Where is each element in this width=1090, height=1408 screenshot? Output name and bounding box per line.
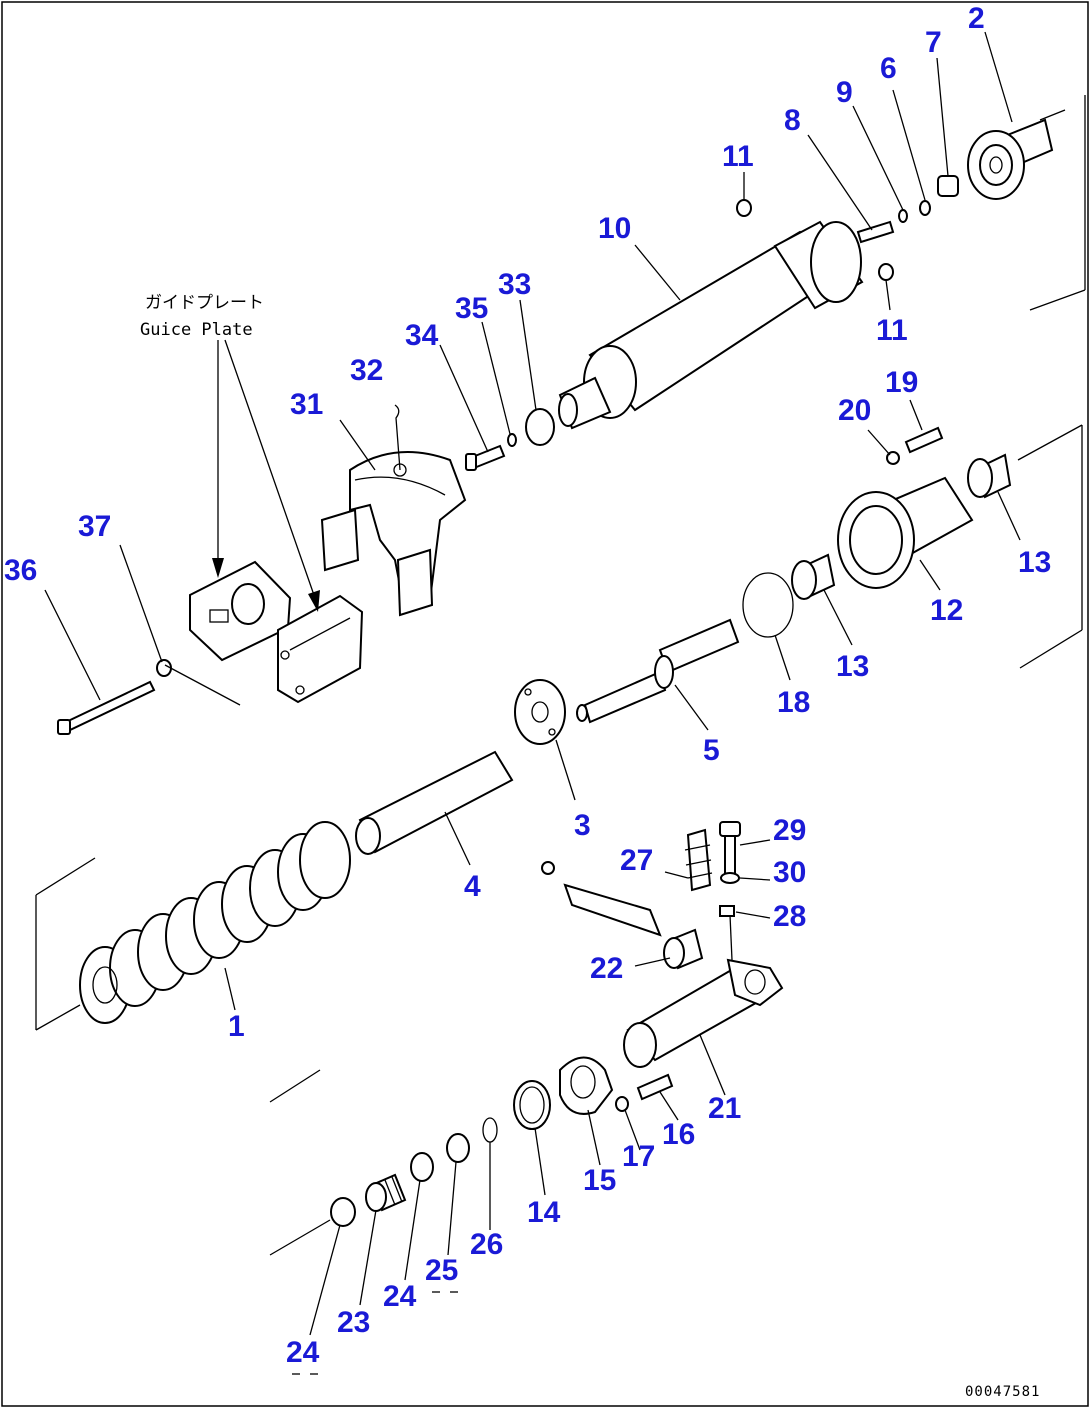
middle-center-line [1017, 424, 1083, 669]
callout-16: 16 [662, 1118, 695, 1151]
callout-26: 26 [470, 1228, 503, 1261]
callout-21: 21 [708, 1092, 741, 1125]
callout-15: 15 [583, 1164, 616, 1197]
callout-28: 28 [773, 900, 806, 933]
callout-10: 10 [598, 212, 631, 245]
part-1-spring [79, 821, 351, 1024]
guide-plate-arrows [212, 339, 320, 612]
callout-19: 19 [885, 366, 918, 399]
guide-plate-left [189, 560, 292, 662]
part-2-end-flange [967, 118, 1054, 200]
part-13-bushing-left [791, 553, 836, 600]
part-12-housing [837, 476, 974, 589]
part-14-ring-inner [519, 1086, 545, 1124]
pin-near-22 [541, 861, 662, 937]
part-24-ring-upper [410, 1152, 434, 1182]
hardware-16-17 [615, 1073, 674, 1112]
guide-plate-label-jp: ガイドプレート [145, 293, 264, 313]
part-37-nut [156, 659, 172, 677]
callout-11-lower: 11 [876, 314, 908, 347]
callout-32: 32 [350, 354, 383, 387]
callout-36: 36 [4, 554, 37, 587]
part-30-washer [720, 872, 740, 884]
callout-29: 29 [773, 814, 806, 847]
part-24-ring-lower [330, 1197, 356, 1227]
upper-center-line [1029, 95, 1086, 311]
part-28-plate [719, 905, 735, 917]
leader-lines [44, 31, 1021, 1336]
callout-7: 7 [925, 26, 942, 59]
callout-14: 14 [527, 1196, 561, 1229]
part-31-yoke [320, 451, 467, 617]
hardware-19-20 [886, 426, 944, 465]
part-36-long-bolt [57, 680, 156, 735]
part-23-seal [365, 1173, 407, 1212]
guide-plate-right [277, 594, 364, 704]
callout-17: 17 [622, 1140, 655, 1173]
callout-25: 25 [425, 1254, 458, 1287]
part-29-bolt [719, 821, 741, 881]
callout-8: 8 [784, 104, 801, 137]
document-number: 00047581 [965, 1384, 1040, 1400]
callout-24-upper: 24 [383, 1280, 417, 1313]
hardware-33-35-34 [465, 408, 555, 471]
callout-27: 27 [620, 844, 653, 877]
part-21-arm [623, 958, 784, 1068]
callout-22: 22 [590, 952, 623, 985]
callout-37: 37 [78, 510, 111, 543]
callout-24-lower: 24 [286, 1336, 320, 1369]
callout-9: 9 [836, 76, 853, 109]
part-13-bushing-right [967, 453, 1012, 499]
callout-31: 31 [290, 388, 323, 421]
callout-20: 20 [838, 394, 871, 427]
callout-23: 23 [337, 1306, 370, 1339]
part-4-tube [355, 750, 514, 855]
callout-6: 6 [880, 52, 897, 85]
lower-center-line [35, 857, 331, 1256]
callout-11-upper: 11 [722, 140, 754, 173]
callout-2: 2 [968, 2, 985, 35]
part-15-plate [559, 1056, 614, 1115]
callout-13-left: 13 [836, 650, 869, 683]
part-5-rod [576, 618, 740, 724]
part-27-fitting [684, 828, 713, 892]
callout-30: 30 [773, 856, 806, 889]
callout-33: 33 [498, 268, 531, 301]
callout-3: 3 [574, 809, 591, 842]
part-11-nipples [736, 199, 894, 281]
part-22-bushing [663, 928, 704, 970]
callout-35: 35 [455, 292, 488, 325]
part-32-pin [394, 404, 401, 471]
callout-1: 1 [228, 1010, 245, 1043]
small-hardware-upper [856, 175, 959, 244]
part-26-snap-ring [482, 1117, 498, 1143]
callout-12: 12 [930, 594, 963, 627]
part-18-oring [742, 572, 794, 638]
part-10-cylinder [558, 220, 864, 430]
callout-5: 5 [703, 734, 720, 767]
callout-13-right: 13 [1018, 546, 1051, 579]
guide-plate-join-line [164, 664, 241, 706]
dash-marks [292, 1291, 458, 1375]
part-25-ring [446, 1133, 470, 1163]
part-3-piston [514, 679, 566, 745]
part-28-stem [729, 914, 733, 961]
callout-34: 34 [405, 319, 439, 352]
callout-18: 18 [777, 686, 810, 719]
callout-4: 4 [464, 870, 481, 903]
guide-plate-label-en: Guice Plate [140, 320, 253, 340]
